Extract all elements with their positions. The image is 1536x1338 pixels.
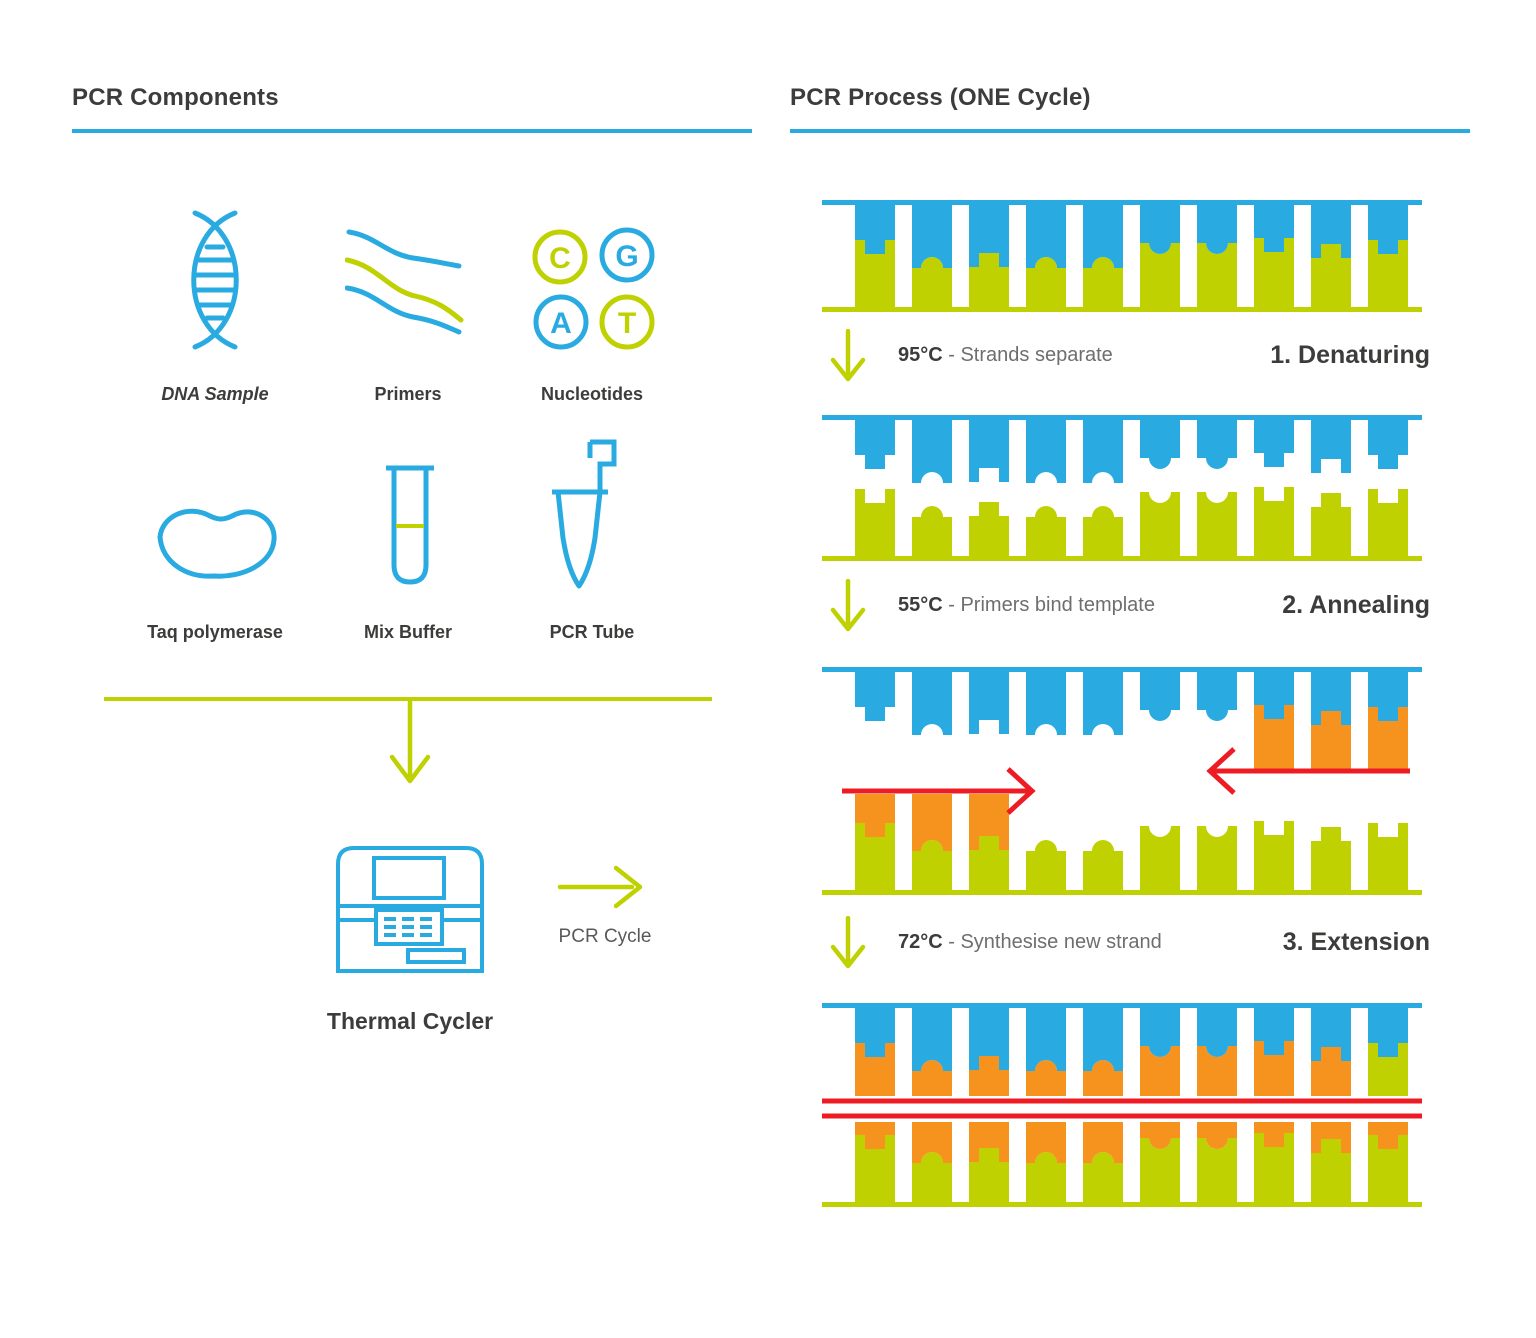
pcr-cycle-label: PCR Cycle [558,926,652,947]
step2-caption: 55°C - Primers bind template [898,594,1155,617]
process-title: PCR Process (ONE Cycle) [790,84,1091,111]
components-title-rule [72,129,752,133]
nucleotides-icon: C G A T [532,227,655,350]
dna-sample-label: DNA Sample [161,384,269,404]
step2-temp: 55°C [898,594,943,616]
taq-polymerase-icon [157,508,277,579]
step3-arrow-icon [830,916,866,969]
step1-temp: 95°C [898,344,943,366]
step3-caption: 72°C - Synthesise new strand [898,931,1162,954]
step3-name: 3. Extension [1282,928,1430,956]
process-title-rule [790,129,1470,133]
down-arrow-icon [389,699,431,784]
dna-icon [191,210,239,350]
step1-desc: - Strands separate [948,344,1113,366]
pcr-process-diagram [822,200,1422,1207]
primers-label: Primers [374,384,442,404]
thermal-cycler-icon [336,846,484,973]
primers-icon [345,229,464,335]
pcr-cycle-arrow-icon [557,865,643,909]
nucleotide-a: A [550,307,572,340]
step2-arrow-icon [830,579,866,632]
step1-caption: 95°C - Strands separate [898,344,1113,367]
mix-buffer-label: Mix Buffer [363,622,452,642]
nucleotide-t: T [618,307,636,340]
step1-name: 1. Denaturing [1270,341,1430,369]
step3-desc: - Synthesise new strand [948,931,1162,953]
nucleotide-c: C [549,242,571,275]
pcr-tube-icon [552,439,617,589]
mix-buffer-icon [386,465,434,585]
step3-temp: 72°C [898,931,943,953]
step2-name: 2. Annealing [1282,591,1430,619]
components-title: PCR Components [72,84,279,111]
step1-arrow-icon [830,329,866,382]
step2-desc: - Primers bind template [948,594,1155,616]
nucleotides-label: Nucleotides [540,384,644,404]
thermal-cycler-label: Thermal Cycler [326,1008,494,1034]
nucleotide-g: G [615,240,638,273]
pcr-tube-label: PCR Tube [549,622,635,642]
taq-polymerase-label: Taq polymerase [147,622,283,642]
